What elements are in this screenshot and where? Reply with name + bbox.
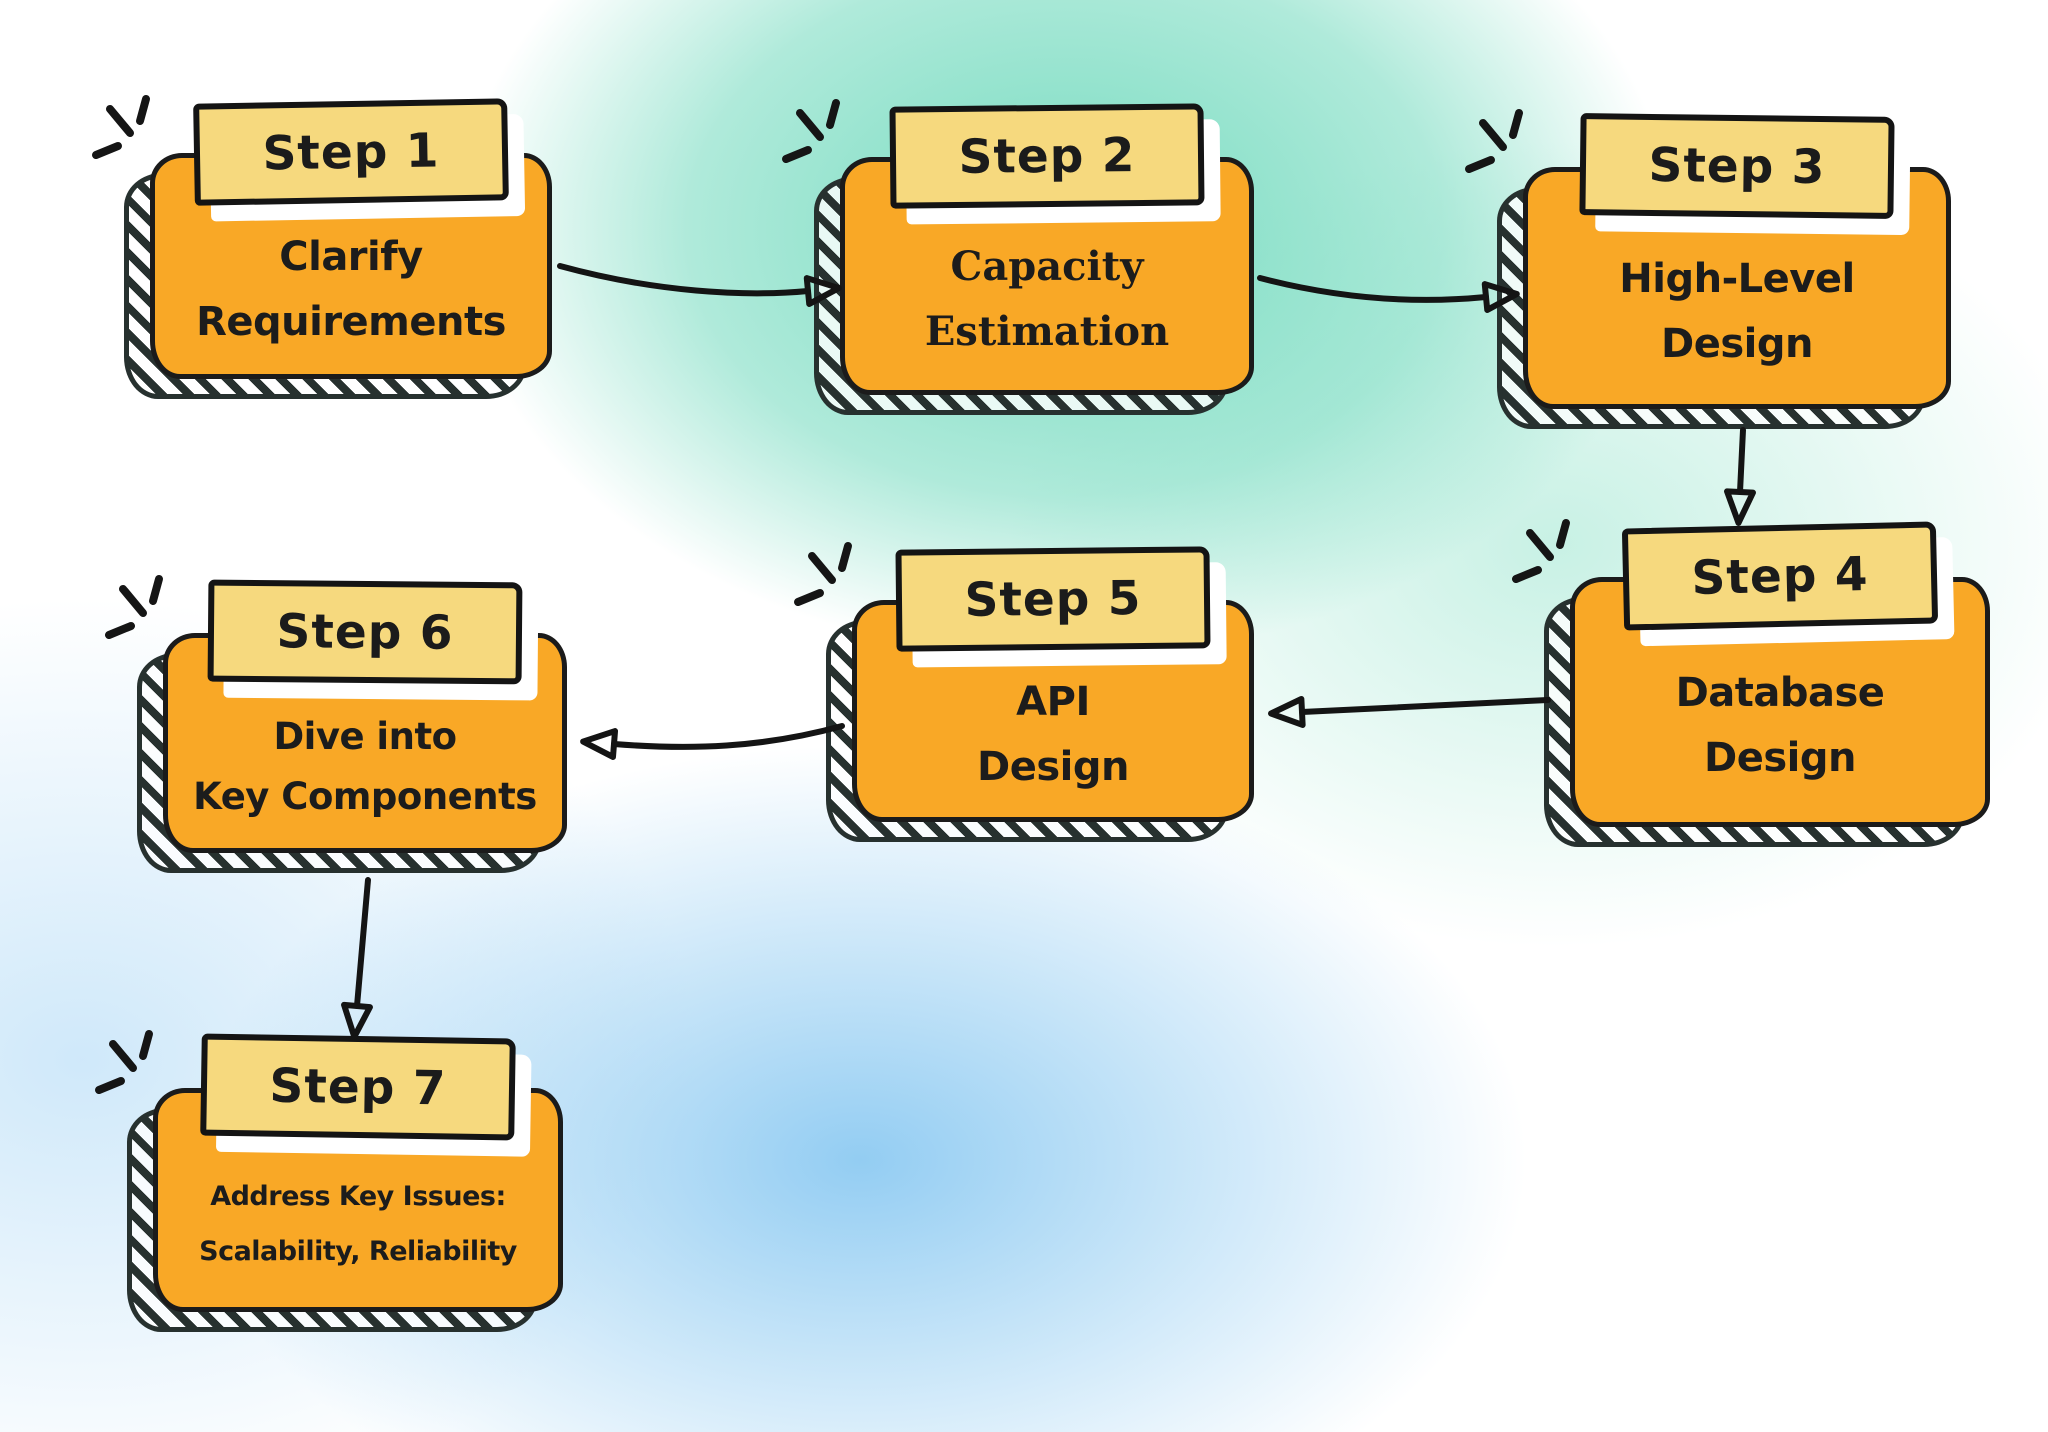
step-6-card: Dive into Key Components Step 6	[105, 575, 567, 873]
step-body-text: Estimation	[924, 308, 1170, 355]
step-body-text: High-Level	[1619, 256, 1855, 303]
step-header-label: Step 4	[1690, 546, 1870, 606]
step-5-card: API Design Step 5	[794, 542, 1254, 842]
step-body-text: Key Components	[193, 775, 537, 818]
arrow-step4-step5	[1268, 696, 1551, 728]
step-header-label: Step 7	[269, 1058, 447, 1116]
step-2-header: Step 2	[889, 103, 1205, 209]
step-5-header: Step 5	[895, 546, 1211, 652]
sparkle-icon	[105, 575, 163, 639]
step-body-text: Design	[977, 744, 1129, 790]
step-body-text: Scalability, Reliability	[199, 1236, 517, 1267]
sparkle-icon	[95, 1030, 153, 1094]
step-body-text: Requirements	[196, 299, 506, 345]
step-body-text: Design	[1704, 735, 1856, 781]
step-header-label: Step 6	[276, 603, 454, 661]
step-body-text: Dive into	[273, 715, 457, 759]
arrow-step3-step4	[1724, 427, 1756, 526]
arrow-step6-step7	[341, 877, 373, 1040]
step-body-text: Address Key Issues:	[210, 1180, 506, 1212]
step-body-text: Capacity	[950, 243, 1144, 291]
sparkle-icon	[1512, 519, 1570, 583]
step-7-header: Step 7	[200, 1033, 516, 1141]
sparkle-icon	[794, 542, 852, 606]
step-body-text: Database	[1675, 670, 1885, 717]
step-1-card: Clarify Requirements Step 1	[92, 95, 552, 399]
sparkle-icon	[782, 99, 840, 163]
step-4-header: Step 4	[1621, 521, 1939, 631]
step-7-card: Address Key Issues: Scalability, Reliabi…	[95, 1030, 563, 1332]
step-1-header: Step 1	[193, 98, 509, 206]
sparkle-icon	[1465, 109, 1523, 173]
step-header-label: Step 2	[958, 127, 1136, 185]
step-header-label: Step 5	[964, 570, 1142, 628]
step-6-header: Step 6	[207, 579, 523, 685]
step-body-text: API	[1016, 679, 1090, 726]
arrow-step2-step3	[1257, 275, 1520, 313]
arrow-step5-step6	[580, 723, 845, 760]
step-body-text: Design	[1661, 321, 1813, 367]
step-3-header: Step 3	[1579, 113, 1895, 219]
sparkle-icon	[92, 95, 150, 159]
arrow-step1-step2	[557, 263, 842, 307]
step-3-card: High-Level Design Step 3	[1465, 109, 1951, 429]
step-header-label: Step 3	[1648, 137, 1826, 195]
step-header-label: Step 1	[262, 122, 440, 182]
step-body-text: Clarify	[279, 234, 423, 281]
step-4-card: Database Design Step 4	[1512, 519, 1990, 847]
step-2-card: Capacity Estimation Step 2	[782, 99, 1254, 415]
